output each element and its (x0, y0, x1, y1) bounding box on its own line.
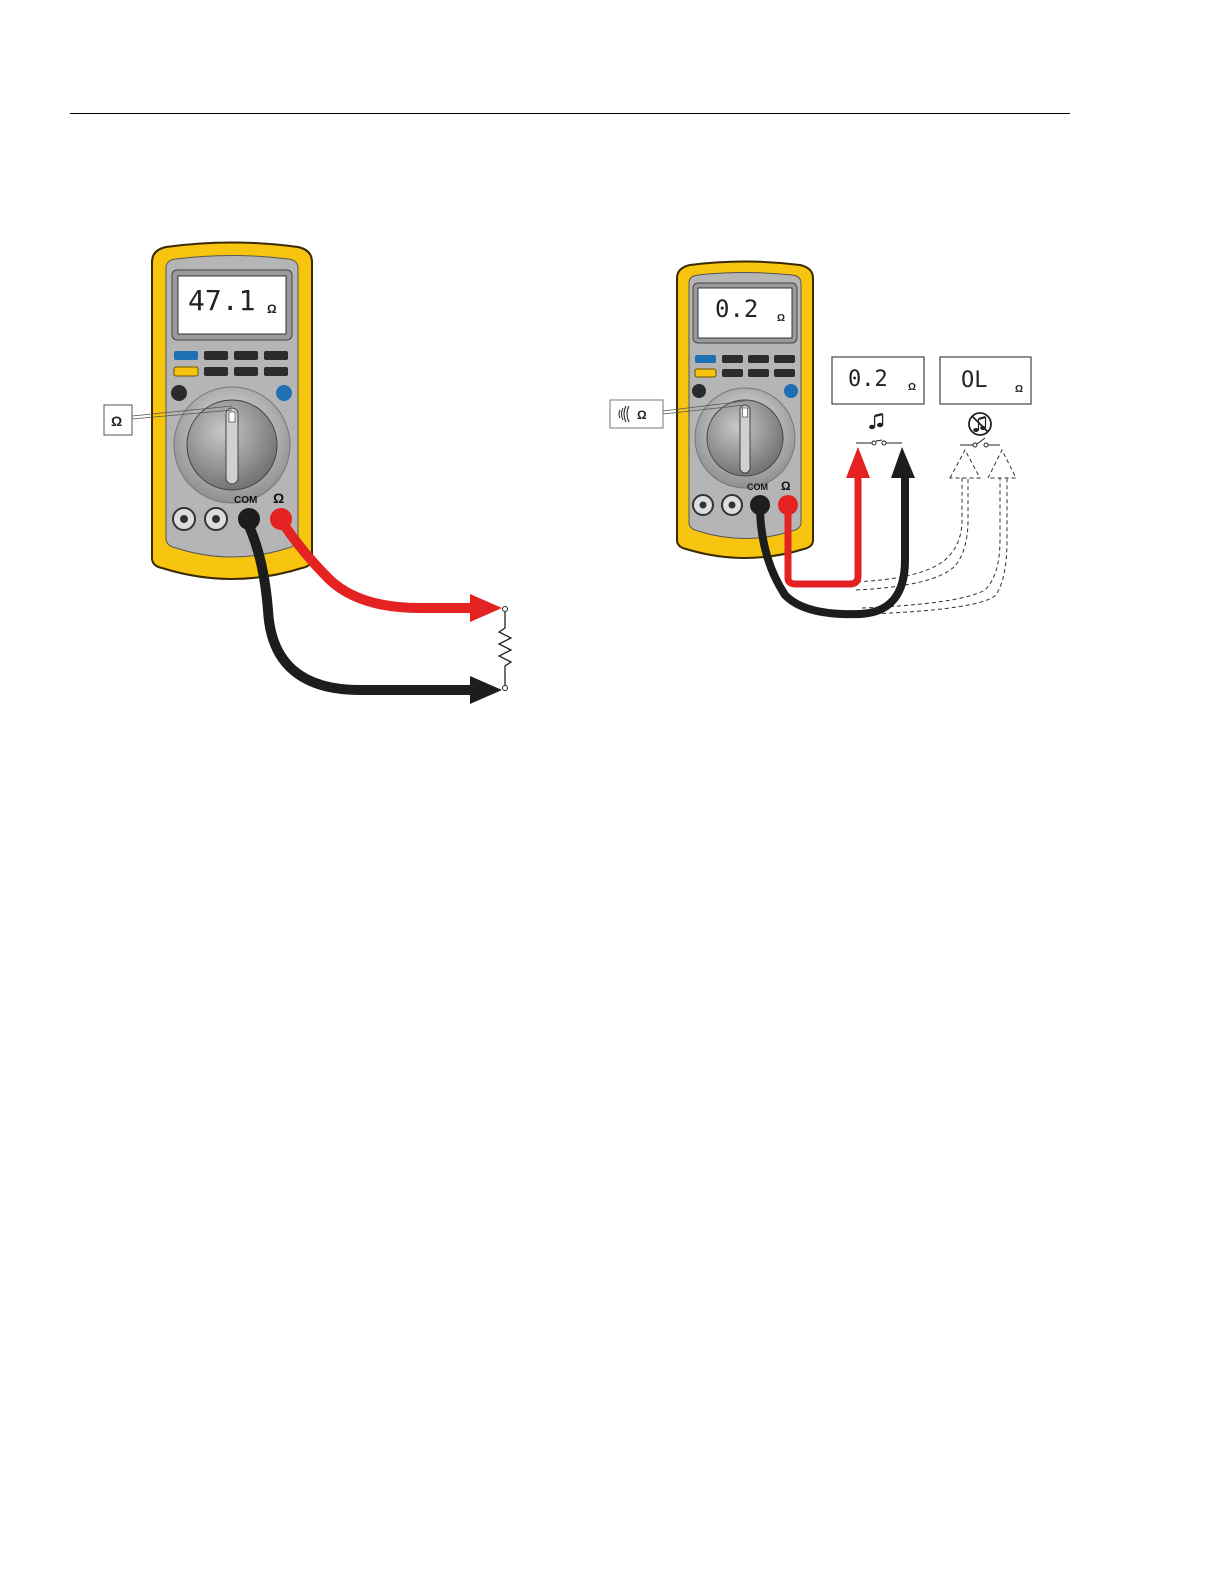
yellow-button[interactable] (695, 369, 716, 377)
input-jack (212, 515, 220, 523)
function-button[interactable] (234, 351, 258, 360)
input-jack (700, 502, 707, 509)
lcd-reading: 0.2 (715, 295, 758, 323)
range-button[interactable] (276, 385, 292, 401)
multimeter-left: 47.1 Ω Ω COM Ω (104, 243, 511, 705)
ohm-jack-label: Ω (273, 490, 284, 506)
resistor-icon (499, 607, 511, 691)
com-jack-label: COM (747, 482, 768, 492)
lcd-unit: Ω (777, 313, 785, 324)
input-jack (180, 515, 188, 523)
open-switch-icon (960, 438, 1000, 447)
result-unit: Ω (1015, 384, 1023, 395)
function-button[interactable] (204, 367, 228, 376)
blue-button[interactable] (174, 351, 198, 360)
result-reading: OL (961, 368, 988, 393)
yellow-button[interactable] (174, 367, 198, 376)
function-button[interactable] (774, 369, 795, 377)
com-jack-label: COM (234, 495, 257, 506)
black-probe-tip (470, 676, 502, 704)
selector-callout-label: Ω (637, 408, 647, 422)
black-probe-tip (891, 447, 915, 478)
function-button[interactable] (722, 355, 743, 363)
closed-circuit-result: 0.2 Ω (832, 357, 924, 445)
red-probe-tip (470, 594, 502, 622)
function-button[interactable] (264, 351, 288, 360)
range-button[interactable] (784, 384, 798, 398)
hold-button[interactable] (171, 385, 187, 401)
result-unit: Ω (908, 382, 916, 393)
multimeter-right: 0.2 Ω Ω COM Ω (610, 262, 1016, 615)
function-button[interactable] (748, 355, 769, 363)
red-probe-tip (846, 447, 870, 478)
selector-indicator (743, 408, 748, 417)
ghost-test-leads (850, 450, 1016, 614)
function-button[interactable] (204, 351, 228, 360)
ohm-jack-label: Ω (781, 479, 791, 493)
blue-button[interactable] (695, 355, 716, 363)
function-button[interactable] (264, 367, 288, 376)
function-button[interactable] (234, 367, 258, 376)
selector-indicator (229, 412, 235, 422)
result-reading: 0.2 (848, 367, 888, 392)
function-button[interactable] (774, 355, 795, 363)
selector-callout-label: Ω (111, 413, 122, 429)
function-button[interactable] (722, 369, 743, 377)
music-note-icon (869, 414, 883, 429)
open-circuit-result: OL Ω (940, 357, 1031, 447)
function-button[interactable] (748, 369, 769, 377)
no-beep-icon (969, 413, 991, 435)
lcd-unit: Ω (267, 302, 277, 316)
input-jack (729, 502, 736, 509)
hold-button[interactable] (692, 384, 706, 398)
lcd-reading: 47.1 (188, 284, 255, 317)
closed-switch-icon (856, 440, 902, 445)
